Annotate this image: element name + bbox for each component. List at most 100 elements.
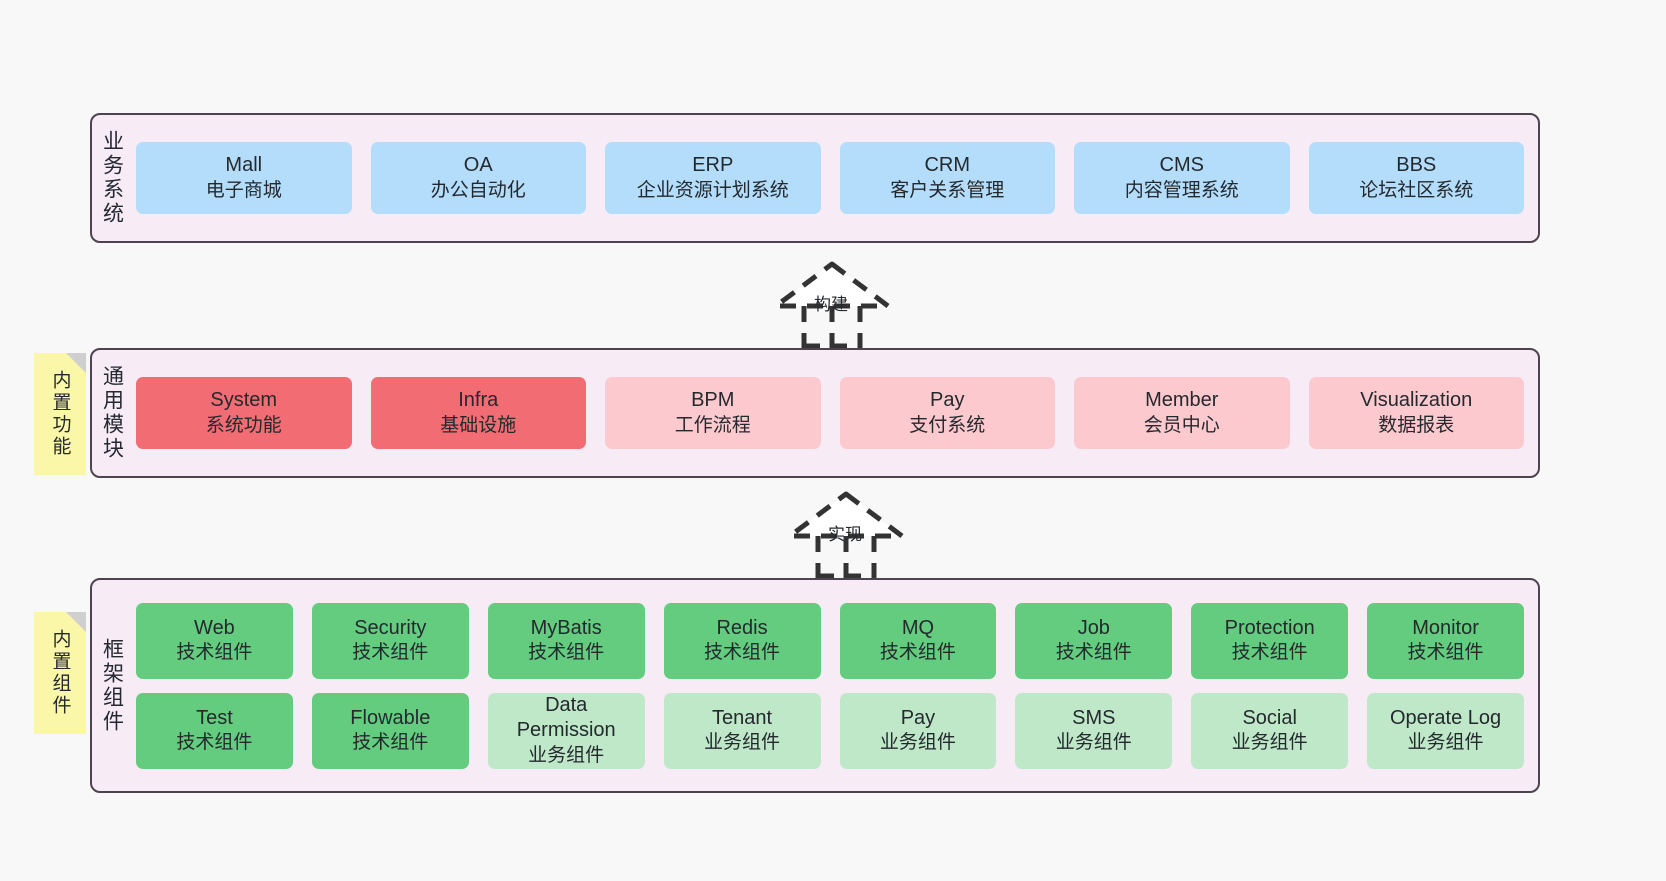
node-job[interactable]: Job 技术组件 xyxy=(1015,602,1173,679)
sticky-note-builtin-functions: 内置功能 xyxy=(34,353,86,475)
node-title: Job xyxy=(1077,616,1110,639)
node-cms[interactable]: CMS 内容管理系统 xyxy=(1074,142,1290,214)
node-title: SMS xyxy=(1072,706,1116,729)
sticky-fold-icon xyxy=(66,353,86,373)
node-title: Flowable xyxy=(350,706,431,729)
node-pay-module[interactable]: Pay 支付系统 xyxy=(839,377,1055,449)
node-subtitle: 技术组件 xyxy=(1055,642,1132,664)
node-title: Web xyxy=(194,616,235,639)
node-member[interactable]: Member 会员中心 xyxy=(1074,377,1290,449)
node-title: BPM xyxy=(691,389,735,412)
section-label-common-modules: 通用模块 xyxy=(100,365,124,461)
section-framework-components: 框架组件 Web 技术组件 Security 技术组件 MyBatis 技术组件… xyxy=(90,578,1540,793)
node-operate-log[interactable]: Operate Log 业务组件 xyxy=(1367,692,1524,769)
node-title: Operate Log xyxy=(1389,706,1502,729)
node-protection[interactable]: Protection 技术组件 xyxy=(1191,602,1349,679)
node-oa[interactable]: OA 办公自动化 xyxy=(370,142,586,214)
node-title: Social xyxy=(1242,706,1297,729)
node-title: Mall xyxy=(225,154,263,177)
node-subtitle: 客户关系管理 xyxy=(890,179,1005,201)
node-title: System xyxy=(210,389,278,412)
node-bpm[interactable]: BPM 工作流程 xyxy=(605,377,821,449)
node-subtitle: 数据报表 xyxy=(1378,414,1455,436)
arrow-build: 构建 xyxy=(752,258,912,350)
generalization-arrow-icon xyxy=(787,491,905,579)
node-web[interactable]: Web 技术组件 xyxy=(136,602,293,679)
node-redis[interactable]: Redis 技术组件 xyxy=(663,602,821,679)
node-subtitle: 技术组件 xyxy=(879,642,956,664)
sticky-note-builtin-components: 内置组件 xyxy=(34,612,86,734)
node-subtitle: 业务组件 xyxy=(879,732,956,754)
node-title: BBS xyxy=(1396,154,1437,177)
node-security[interactable]: Security 技术组件 xyxy=(311,602,469,679)
node-bbs[interactable]: BBS 论坛社区系统 xyxy=(1308,142,1524,214)
node-subtitle: 技术组件 xyxy=(176,732,253,754)
framework-tech-row: Web 技术组件 Security 技术组件 MyBatis 技术组件 Redi… xyxy=(136,602,1524,679)
node-title: Pay xyxy=(930,389,965,412)
node-subtitle: 技术组件 xyxy=(704,642,781,664)
node-subtitle: 论坛社区系统 xyxy=(1359,179,1474,201)
node-mall[interactable]: Mall 电子商城 xyxy=(136,142,352,214)
arrow-build-label: 构建 xyxy=(814,295,848,314)
node-subtitle: 技术组件 xyxy=(1231,642,1308,664)
node-subtitle: 系统功能 xyxy=(205,414,282,436)
node-visualization[interactable]: Visualization 数据报表 xyxy=(1308,377,1524,449)
node-crm[interactable]: CRM 客户关系管理 xyxy=(839,142,1055,214)
node-title: Visualization xyxy=(1360,389,1473,412)
node-infra[interactable]: Infra 基础设施 xyxy=(370,377,586,449)
common-modules-row: System 系统功能 Infra 基础设施 BPM 工作流程 Pay 支付系统… xyxy=(136,377,1524,449)
node-subtitle: 办公自动化 xyxy=(430,179,526,201)
node-subtitle: 业务组件 xyxy=(1231,732,1308,754)
node-subtitle: 企业资源计划系统 xyxy=(636,179,789,201)
node-subtitle: 业务组件 xyxy=(704,732,781,754)
generalization-arrow-icon xyxy=(773,261,891,349)
node-test[interactable]: Test 技术组件 xyxy=(136,692,293,769)
node-subtitle: 技术组件 xyxy=(352,732,429,754)
node-social[interactable]: Social 业务组件 xyxy=(1191,692,1349,769)
node-sms[interactable]: SMS 业务组件 xyxy=(1015,692,1173,769)
sticky-fold-icon xyxy=(66,612,86,632)
node-title: Monitor xyxy=(1412,616,1479,639)
business-systems-boxes: Mall 电子商城 OA 办公自动化 ERP 企业资源计划系统 CRM 客户关系… xyxy=(132,115,1538,241)
node-pay-component[interactable]: Pay 业务组件 xyxy=(839,692,997,769)
node-title: Pay xyxy=(900,706,936,729)
node-subtitle: 技术组件 xyxy=(352,642,429,664)
section-label-business-systems: 业务系统 xyxy=(100,130,124,226)
node-title: Infra xyxy=(458,389,499,412)
node-tenant[interactable]: Tenant 业务组件 xyxy=(663,692,821,769)
node-mybatis[interactable]: MyBatis 技术组件 xyxy=(487,602,645,679)
node-subtitle: 技术组件 xyxy=(528,642,605,664)
node-subtitle: 支付系统 xyxy=(909,414,986,436)
framework-components-boxes: Web 技术组件 Security 技术组件 MyBatis 技术组件 Redi… xyxy=(132,580,1538,791)
arrow-implement: 实现 xyxy=(766,488,926,580)
node-system[interactable]: System 系统功能 xyxy=(136,377,352,449)
node-title: Data Permission xyxy=(516,693,616,742)
section-business-systems: 业务系统 Mall 电子商城 OA 办公自动化 ERP 企业资源计划系统 CRM… xyxy=(90,113,1540,243)
framework-business-row: Test 技术组件 Flowable 技术组件 Data Permission … xyxy=(136,692,1524,769)
node-subtitle: 业务组件 xyxy=(1055,732,1132,754)
node-subtitle: 业务组件 xyxy=(528,744,605,766)
node-subtitle: 内容管理系统 xyxy=(1124,179,1239,201)
node-monitor[interactable]: Monitor 技术组件 xyxy=(1367,602,1524,679)
node-subtitle: 电子商城 xyxy=(205,179,282,201)
node-mq[interactable]: MQ 技术组件 xyxy=(839,602,997,679)
node-title: Member xyxy=(1145,389,1219,412)
node-title: MyBatis xyxy=(530,616,602,639)
node-title: CRM xyxy=(924,154,971,177)
section-label-framework-components: 框架组件 xyxy=(100,637,124,734)
common-modules-boxes: System 系统功能 Infra 基础设施 BPM 工作流程 Pay 支付系统… xyxy=(132,350,1538,476)
node-erp[interactable]: ERP 企业资源计划系统 xyxy=(605,142,821,214)
node-title: MQ xyxy=(901,616,935,639)
node-title: ERP xyxy=(692,154,734,177)
node-data-permission[interactable]: Data Permission 业务组件 xyxy=(487,692,645,769)
node-title: Test xyxy=(196,706,233,729)
node-title: CMS xyxy=(1159,154,1204,177)
node-subtitle: 基础设施 xyxy=(440,414,517,436)
node-title: Redis xyxy=(716,616,768,639)
business-systems-row: Mall 电子商城 OA 办公自动化 ERP 企业资源计划系统 CRM 客户关系… xyxy=(136,142,1524,214)
node-subtitle: 工作流程 xyxy=(674,414,751,436)
node-flowable[interactable]: Flowable 技术组件 xyxy=(311,692,469,769)
section-common-modules: 通用模块 System 系统功能 Infra 基础设施 BPM 工作流程 Pay… xyxy=(90,348,1540,478)
node-title: Protection xyxy=(1224,616,1315,639)
